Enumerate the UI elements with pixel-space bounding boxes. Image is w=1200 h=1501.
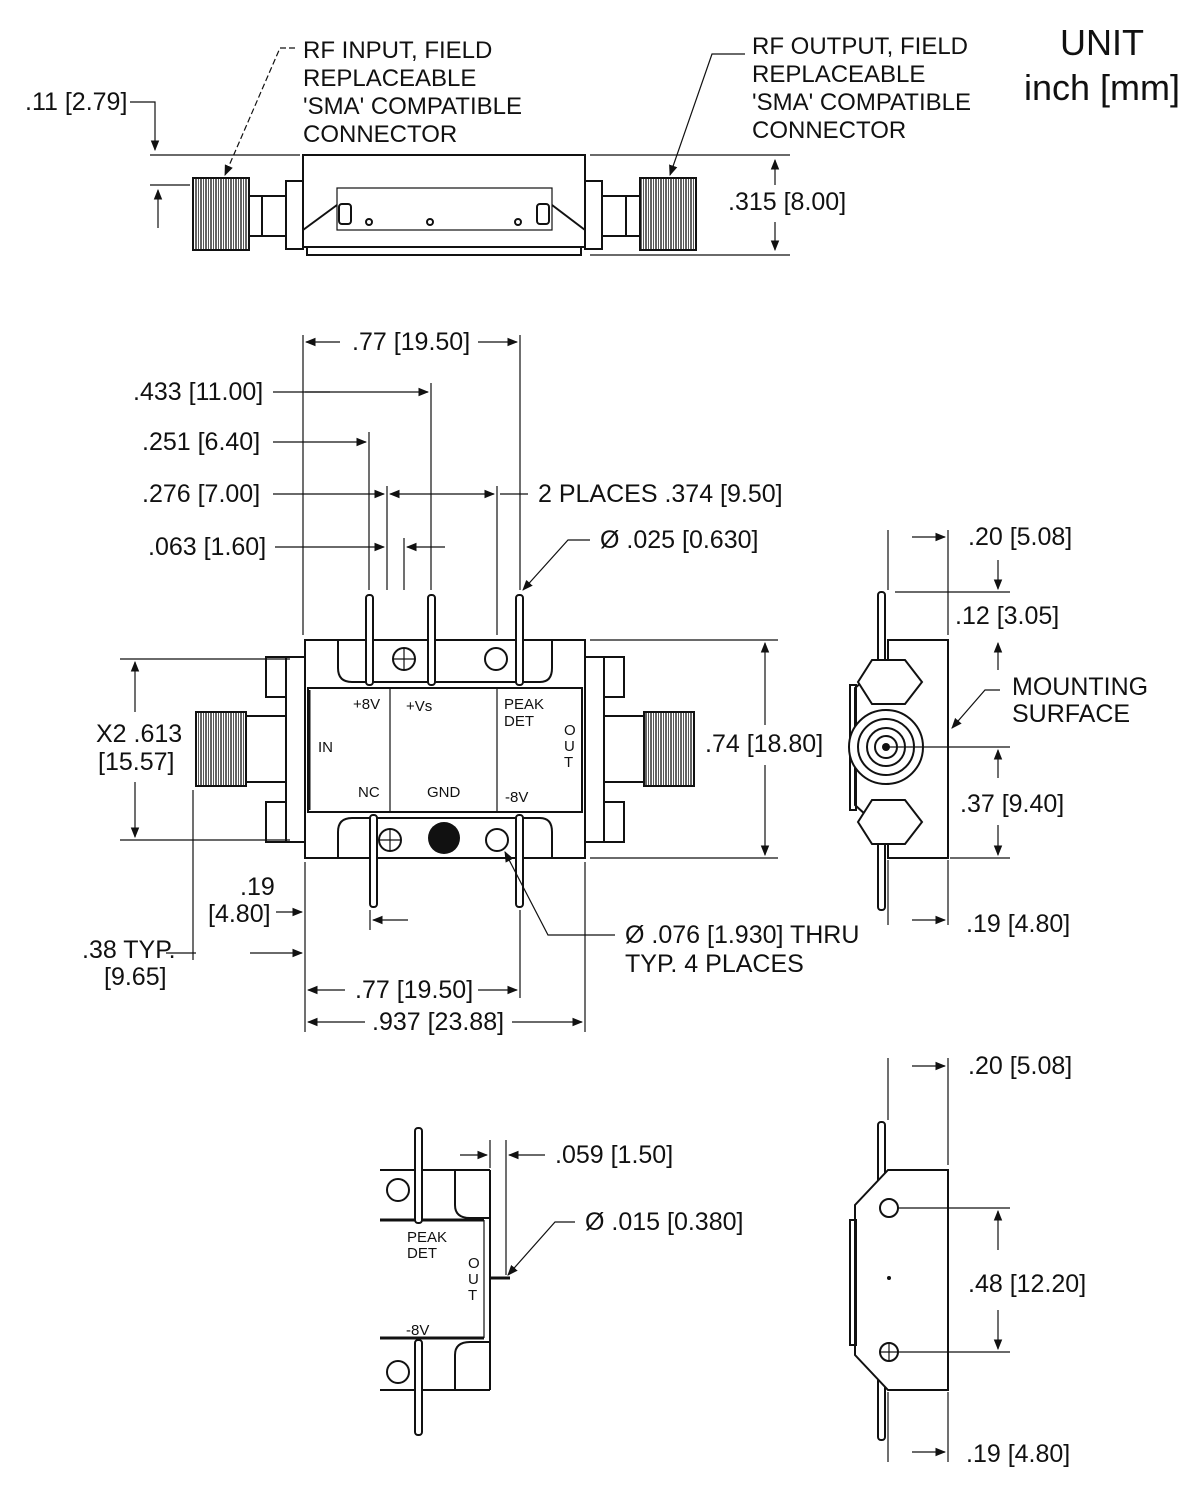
detail-peak-b: DET: [407, 1245, 437, 1262]
detail-m8v: -8V: [406, 1322, 429, 1339]
side2-dim-20: .20 [5.08]: [968, 1052, 1072, 1080]
input-label-1: RF INPUT, FIELD: [303, 37, 492, 64]
dim-19-b: [4.80]: [208, 900, 271, 928]
dim-38-a: .38 TYP.: [82, 936, 176, 964]
top-board: [336, 187, 553, 231]
unit-value: inch [mm]: [1024, 67, 1180, 108]
pin-label-gnd: GND: [427, 784, 461, 801]
dim-pin-span-bottom: .77 [19.50]: [355, 976, 473, 1004]
pin-label-nc: NC: [358, 784, 380, 801]
side-hex-top: [856, 659, 924, 705]
dim-pin-span-top: .77 [19.50]: [352, 328, 470, 356]
side-dim-37: .37 [9.40]: [960, 790, 1064, 818]
ground-screw: [428, 822, 460, 854]
input-label-3: 'SMA' COMPATIBLE: [303, 93, 522, 120]
dim-433: .433 [11.00]: [133, 378, 263, 406]
top-body: [302, 154, 586, 248]
dim-2places: 2 PLACES .374 [9.50]: [538, 480, 783, 508]
side-mount-a: MOUNTING: [1012, 673, 1148, 701]
top-view: .11 [2.79] .315 [8.00] RF INPUT, FIELD R…: [25, 33, 971, 256]
pin-label-peak-a: PEAK: [504, 696, 544, 713]
pin-peak-det: [515, 594, 524, 686]
dim-251: .251 [6.40]: [142, 428, 260, 456]
main-top-channel: [337, 640, 553, 683]
dim-276: .276 [7.00]: [142, 480, 260, 508]
detail-dim-015: Ø .015 [0.380]: [585, 1208, 743, 1236]
pin-label-vs: +Vs: [406, 698, 432, 715]
pin-nc: [369, 814, 378, 908]
input-label-2: REPLACEABLE: [303, 65, 476, 92]
top-right-knurl: [639, 177, 697, 251]
side-hex-bottom: [856, 799, 924, 845]
side-dim-12: .12 [3.05]: [955, 602, 1059, 630]
dim-19-a: .19: [240, 873, 275, 901]
main-right-knurl: [643, 711, 695, 787]
detail-pin-top: [414, 1127, 423, 1224]
unit-title: UNIT: [1060, 22, 1144, 63]
side2-body: [854, 1169, 949, 1391]
side-mount-b: SURFACE: [1012, 700, 1130, 728]
dim-pin-dia: Ø .025 [0.630]: [600, 526, 758, 554]
top-dim-height: .315 [8.00]: [728, 188, 846, 216]
top-base: [306, 246, 582, 256]
pin-vs: [427, 594, 436, 686]
side2-dim-48: .48 [12.20]: [968, 1270, 1086, 1298]
top-left-knurl: [192, 177, 250, 251]
output-label-4: CONNECTOR: [752, 117, 906, 144]
detail-pin-bottom: [414, 1339, 423, 1436]
main-bottom-channel: [337, 817, 553, 858]
mount-hole-2: [484, 647, 508, 671]
pin-label-peak-b: DET: [504, 713, 534, 730]
unit-block: UNIT inch [mm]: [1024, 22, 1180, 108]
dim-x2-b: [15.57]: [98, 748, 174, 776]
dim-063: .063 [1.60]: [148, 533, 266, 561]
pin-8v: [365, 594, 374, 686]
output-label-1: RF OUTPUT, FIELD: [752, 33, 968, 60]
detail-peak-a: PEAK: [407, 1229, 447, 1246]
side-view: .20 [5.08] .12 [3.05] MOUNTING SURFACE .…: [848, 523, 1148, 938]
top-left-hex: [285, 180, 304, 250]
hole-note-a: Ø .076 [1.930] THRU: [625, 921, 859, 949]
side-dim-20: .20 [5.08]: [968, 523, 1072, 551]
main-left-knurl: [195, 711, 247, 787]
output-label-3: 'SMA' COMPATIBLE: [752, 89, 971, 116]
side2-dim-19: .19 [4.80]: [966, 1440, 1070, 1468]
top-right-hex: [584, 180, 603, 250]
pin-label-in: IN: [318, 739, 333, 756]
hole-note-b: TYP. 4 PLACES: [625, 950, 804, 978]
side-dim-19: .19 [4.80]: [966, 910, 1070, 938]
pin-m8v: [515, 814, 524, 908]
dim-body-width: .937 [23.88]: [372, 1008, 504, 1036]
mount-hole-4: [485, 828, 509, 852]
top-dim-flange: .11 [2.79]: [25, 88, 127, 116]
input-label-4: CONNECTOR: [303, 121, 457, 148]
output-label-2: REPLACEABLE: [752, 61, 925, 88]
pin-label-m8v: -8V: [505, 789, 528, 806]
dim-x2-a: X2 .613: [96, 720, 182, 748]
detail-dim-059: .059 [1.50]: [555, 1141, 673, 1169]
dim-height: .74 [18.80]: [705, 730, 823, 758]
pin-label-8v: +8V: [353, 696, 380, 713]
dim-38-b: [9.65]: [104, 963, 167, 991]
side-view-2: .20 [5.08] .48 [12.20] .19 [4.80]: [849, 1052, 1086, 1468]
